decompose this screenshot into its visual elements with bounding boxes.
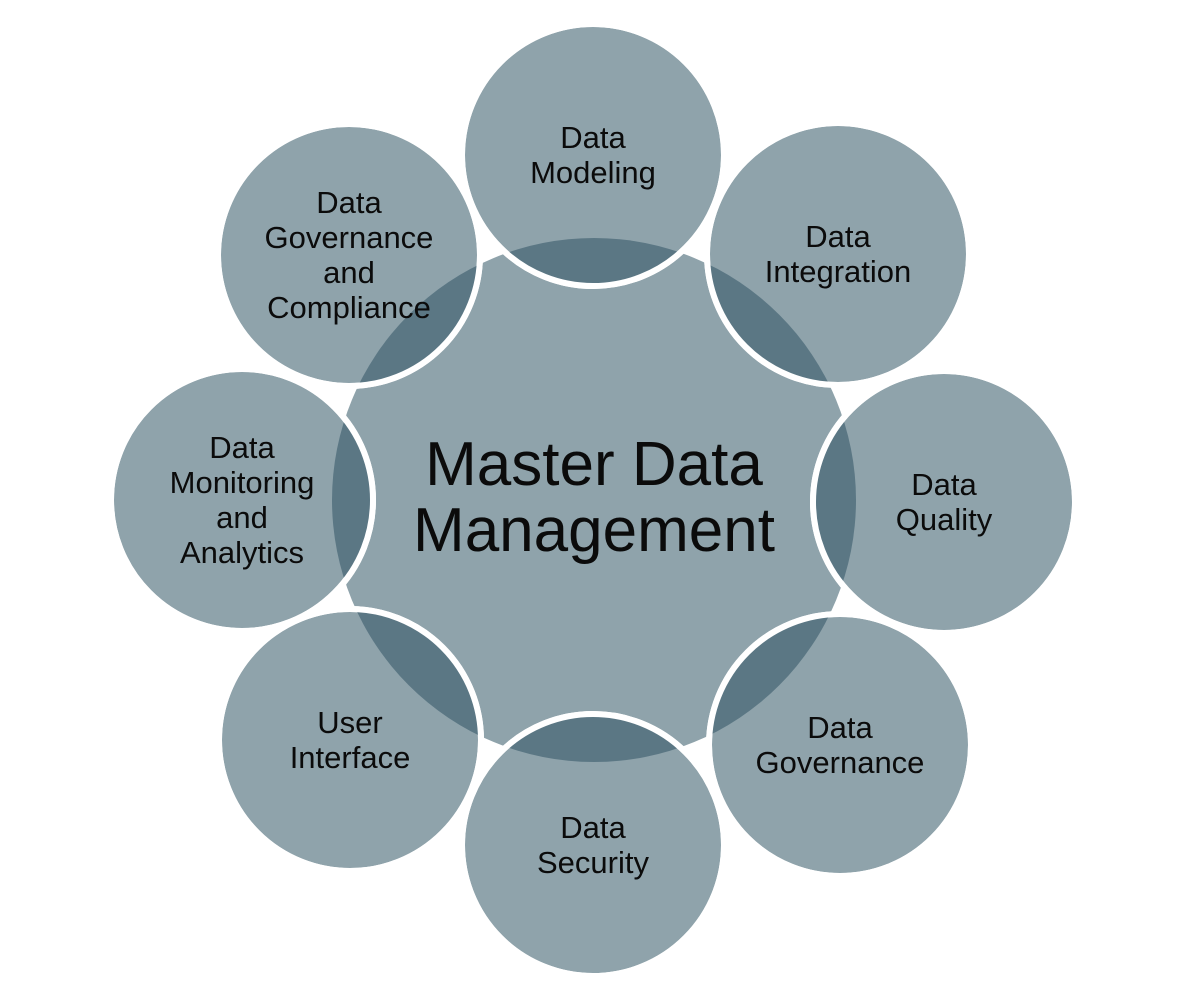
node-ring-bottom-right — [706, 611, 974, 879]
node-ring-bottom-left — [216, 606, 484, 874]
node-ring-bottom — [459, 711, 727, 979]
node-ring-left — [108, 366, 376, 634]
satellite-rings — [108, 21, 1078, 979]
node-ring-top-left — [215, 121, 483, 389]
node-ring-top — [459, 21, 727, 289]
node-ring-right — [810, 368, 1078, 636]
center-circle — [332, 238, 856, 762]
node-ring-top-right — [704, 120, 972, 388]
